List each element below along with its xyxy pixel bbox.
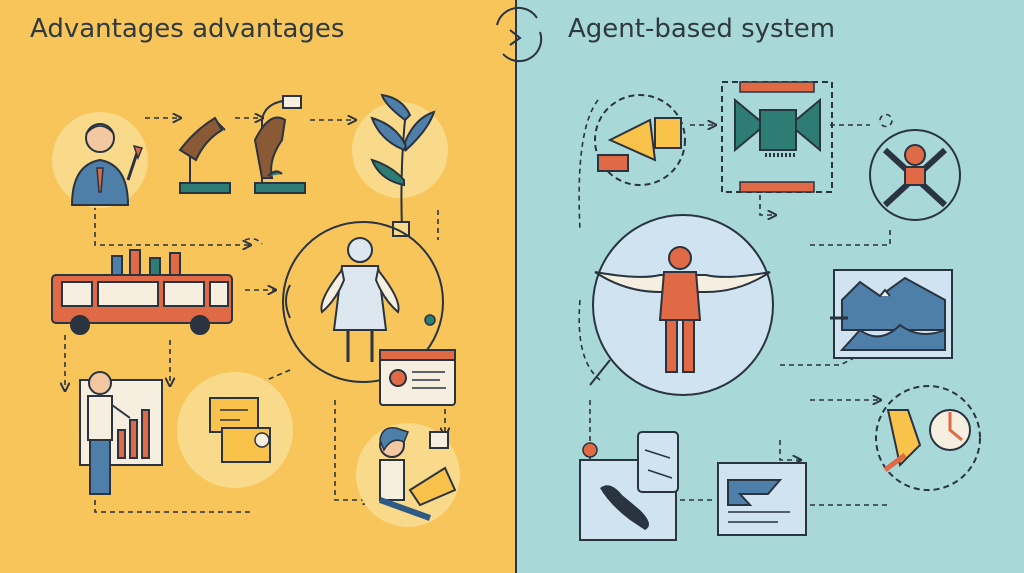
- blueprint-icon: [717, 462, 807, 536]
- panel-title-advantages: Advantages advantages: [30, 14, 345, 44]
- presenter-chart-icon: [79, 371, 163, 495]
- robot-frame-icon: [721, 81, 833, 193]
- businessman-icon: [52, 112, 148, 208]
- megaphone-icon: [594, 94, 686, 186]
- plant-icon: [352, 93, 448, 237]
- bus-shop-icon: [51, 249, 233, 335]
- tools-icon: [875, 385, 981, 491]
- central-robot-icon: [282, 221, 444, 383]
- phone-map-icon: [579, 431, 679, 541]
- panel-title-agent-system: Agent-based system: [568, 14, 836, 44]
- documents-icon: [177, 372, 293, 488]
- robotic-arm-icon: [178, 95, 306, 194]
- cycle-emblem-icon: [496, 6, 543, 63]
- central-figure-icon: [589, 214, 774, 396]
- woman-laptop-icon: [356, 423, 460, 527]
- small-robot-icon: [869, 129, 961, 221]
- panel-divider: [515, 0, 517, 573]
- browser-window-icon: [379, 349, 456, 406]
- landscape-screen-icon: [830, 269, 953, 359]
- left-flow-arrows: [65, 118, 445, 513]
